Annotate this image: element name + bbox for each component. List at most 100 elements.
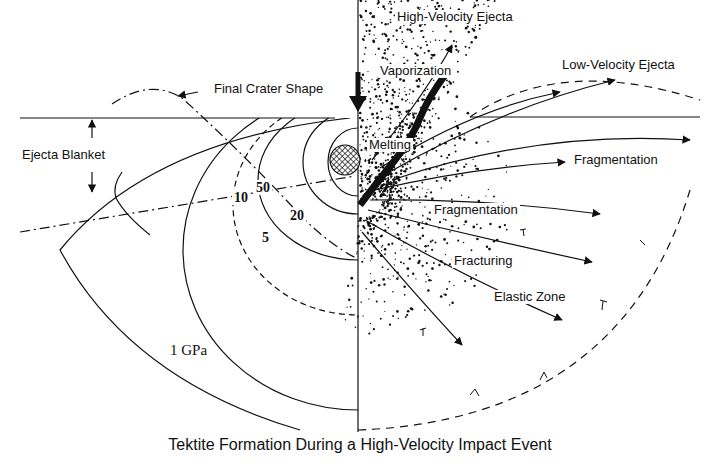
stipple-dot: [373, 280, 375, 282]
stipple-dot: [388, 131, 390, 133]
stipple-dot: [391, 243, 393, 245]
stipple-dot: [357, 237, 358, 238]
stipple-dot: [395, 217, 397, 219]
stipple-dot: [408, 114, 410, 116]
stipple-dot: [372, 215, 375, 218]
stipple-dot: [371, 16, 374, 19]
stipple-dot: [413, 254, 415, 256]
stipple-dot: [455, 175, 457, 177]
stipple-dot: [414, 52, 416, 54]
stipple-dot: [397, 153, 399, 155]
stipple-dot: [443, 168, 445, 170]
stipple-dot: [407, 99, 408, 100]
stipple-dot: [369, 158, 371, 160]
stipple-dot: [374, 185, 375, 186]
stipple-dot: [432, 98, 434, 100]
stipple-dot: [363, 226, 365, 228]
stipple-dot: [376, 219, 378, 221]
stipple-dot: [450, 46, 453, 49]
stipple-dot: [429, 122, 431, 124]
stipple-dot: [393, 181, 396, 184]
stipple-dot: [395, 188, 397, 190]
stipple-dot: [369, 191, 370, 192]
stipple-dot: [368, 91, 370, 93]
stipple-dot: [472, 159, 473, 160]
stipple-dot: [388, 182, 391, 185]
stipple-dot: [376, 240, 379, 243]
stipple-dot: [409, 29, 411, 31]
stipple-dot: [464, 134, 465, 135]
stipple-dot: [370, 220, 372, 222]
stipple-dot: [443, 163, 445, 165]
stipple-dot: [411, 122, 414, 125]
stipple-dot: [367, 71, 368, 72]
stipple-dot: [396, 310, 399, 313]
stipple-dot: [382, 245, 384, 247]
stipple-dot: [401, 113, 403, 115]
stipple-dot: [421, 138, 422, 139]
stipple-dot: [372, 134, 374, 136]
stipple-dot: [385, 90, 388, 93]
stipple-dot: [400, 163, 402, 165]
stipple-dot: [386, 181, 388, 183]
stipple-dot: [383, 183, 386, 186]
stipple-dot: [394, 127, 396, 129]
stipple-dot: [387, 159, 388, 160]
stipple-dot: [420, 47, 422, 49]
stipple-dot: [451, 199, 453, 201]
stipple-dot: [447, 84, 448, 85]
stipple-dot: [467, 112, 470, 115]
stipple-dot: [439, 143, 442, 146]
stipple-dot: [375, 54, 376, 55]
stipple-dot: [366, 218, 368, 220]
stipple-dot: [411, 213, 413, 215]
stipple-dot: [384, 201, 386, 203]
stipple-dot: [367, 119, 368, 120]
stipple-dot: [421, 98, 424, 101]
stipple-dot: [436, 167, 438, 169]
stipple-dot: [436, 2, 438, 4]
stipple-dot: [416, 115, 418, 117]
stipple-dot: [424, 245, 427, 248]
stipple-dot: [398, 194, 400, 196]
stipple-dot: [409, 93, 411, 95]
stipple-dot: [411, 308, 413, 310]
stipple-dot: [471, 28, 473, 30]
zone-label: High-Velocity Ejecta: [395, 10, 515, 24]
stipple-dot: [378, 173, 381, 176]
stipple-dot: [356, 253, 357, 254]
stipple-dot: [440, 295, 443, 298]
stipple-dot: [391, 191, 393, 193]
stipple-dot: [407, 0, 410, 2]
stipple-dot: [403, 57, 405, 59]
stipple-dot: [448, 81, 450, 83]
stipple-dot: [399, 27, 401, 29]
stipple-dot: [385, 178, 387, 180]
stipple-dot: [374, 196, 376, 198]
stipple-dot: [398, 318, 400, 320]
stipple-dot: [379, 86, 380, 87]
stipple-dot: [408, 114, 410, 116]
stipple-dot: [401, 120, 404, 123]
stipple-dot: [369, 101, 371, 103]
stipple-dot: [371, 237, 373, 239]
stipple-dot: [377, 129, 378, 130]
stipple-dot: [388, 210, 390, 212]
stipple-dot: [417, 59, 419, 61]
stipple-dot: [375, 198, 377, 200]
stipple-dot: [346, 306, 347, 307]
stipple-dot: [444, 142, 446, 144]
stipple-dot: [412, 116, 415, 119]
stipple-dot: [432, 31, 434, 33]
stipple-dot: [371, 113, 374, 116]
stipple-dot: [381, 194, 383, 196]
stipple-dot: [389, 11, 392, 14]
stipple-dot: [365, 177, 366, 178]
stipple-dot: [383, 283, 385, 285]
stipple-dot: [381, 250, 382, 251]
stipple-dot: [414, 132, 415, 133]
stipple-dot: [373, 245, 376, 248]
stipple-dot: [400, 132, 402, 134]
stipple-dot: [391, 199, 393, 201]
stipple-dot: [383, 152, 385, 154]
